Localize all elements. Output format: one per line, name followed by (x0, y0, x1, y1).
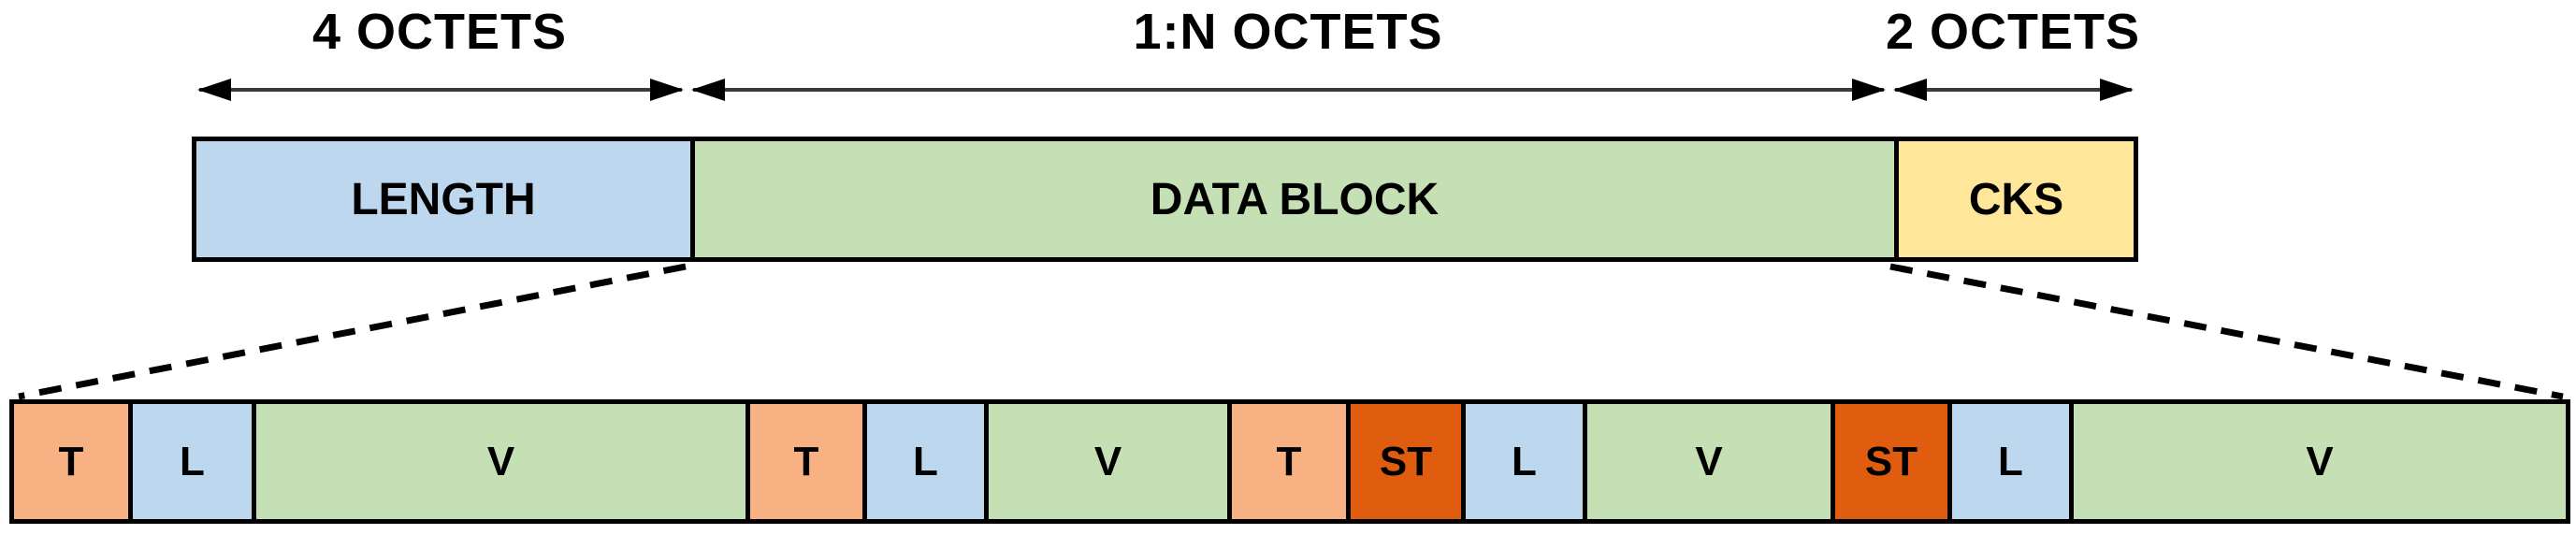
tlv-cell-length-2: L (862, 404, 984, 519)
field-length: LENGTH (196, 141, 690, 257)
tlv-cell-value-2: V (984, 404, 1227, 519)
dimension-label-2-octets: 2 OCTETS (1885, 4, 2141, 60)
tlv-cell-length-1: L (128, 404, 252, 519)
tlv-cell-subtag-2: ST (1831, 404, 1947, 519)
tlv-cell-tag-1: T (14, 404, 128, 519)
dimension-label-1n-octets: 1:N OCTETS (1133, 4, 1443, 60)
frame-structure-row: LENGTH DATA BLOCK CKS (192, 137, 2138, 262)
tlv-cell-length-4: L (1947, 404, 2069, 519)
tlv-cell-length-3: L (1461, 404, 1583, 519)
tlv-cell-value-1: V (252, 404, 745, 519)
tlv-cell-tag-3: T (1227, 404, 1346, 519)
expansion-dashed-line-right (1889, 263, 2564, 400)
field-data-block: DATA BLOCK (690, 141, 1894, 257)
expansion-dashed-line-left (18, 263, 687, 400)
tlv-cell-tag-2: T (745, 404, 862, 519)
dimension-label-4-octets: 4 OCTETS (311, 4, 568, 60)
tlv-cell-value-4: V (2069, 404, 2566, 519)
tlv-cell-subtag-1: ST (1346, 404, 1461, 519)
field-cks: CKS (1894, 141, 2134, 257)
tlv-cell-value-3: V (1583, 404, 1831, 519)
expanded-tlv-row: T L V T L V T ST L V ST L V (9, 399, 2570, 524)
